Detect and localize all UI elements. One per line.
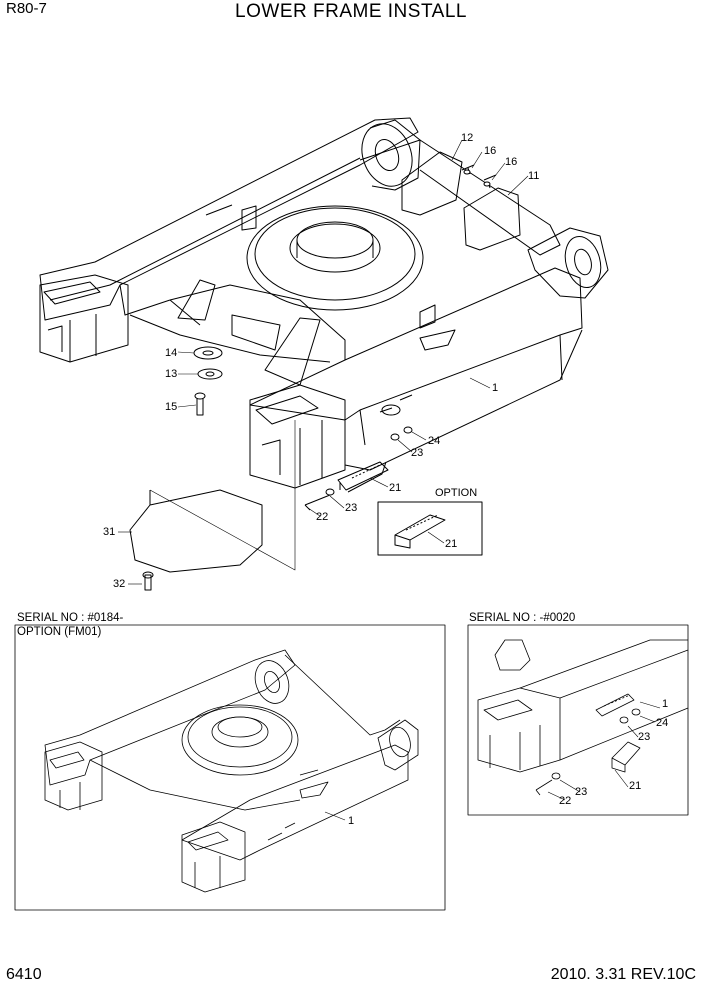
- left-inset-serial: SERIAL NO : #0184-: [17, 612, 124, 624]
- leader-lines-main: [118, 139, 529, 585]
- left-inset-frame-drawing: [44, 649, 419, 893]
- step-21-upper: [304, 426, 413, 511]
- right-inset-serial: SERIAL NO : -#0020: [469, 612, 576, 624]
- callout-14: 14: [165, 347, 178, 359]
- page-title: LOWER FRAME INSTALL: [235, 1, 467, 22]
- model-code: R80-7: [6, 0, 47, 17]
- right-inset-frame-drawing: [477, 639, 689, 801]
- right-inset-callout-23-b: 23: [575, 786, 588, 798]
- callout-21-a: 21: [389, 482, 402, 494]
- under-cover-31: [129, 420, 296, 591]
- callout-15: 15: [165, 401, 178, 413]
- bolts-16: [461, 164, 497, 189]
- callout-12: 12: [461, 132, 474, 144]
- inset-frames: [14, 624, 689, 911]
- callout-1: 1: [492, 382, 499, 394]
- callout-23-b: 23: [345, 502, 358, 514]
- callout-13: 13: [165, 368, 178, 380]
- callout-16-b: 16: [505, 156, 518, 168]
- right-inset-callout-21: 21: [629, 780, 642, 792]
- callout-11: 11: [528, 170, 540, 182]
- right-inset-callout-23-a: 23: [638, 731, 651, 743]
- callout-31: 31: [103, 526, 116, 538]
- lower-frame-main: [39, 117, 609, 489]
- option-box: [377, 501, 483, 556]
- right-inset-callout-1: 1: [662, 698, 669, 710]
- callout-16-a: 16: [484, 145, 497, 157]
- callout-32: 32: [113, 578, 126, 590]
- page-number: 6410: [6, 966, 42, 983]
- revision-info: 2010. 3.31 REV.10C: [550, 966, 696, 983]
- left-inset-callout-1: 1: [348, 815, 355, 827]
- right-inset-callout-24: 24: [656, 717, 669, 729]
- covers: [401, 151, 521, 251]
- callout-24: 24: [428, 435, 441, 447]
- right-inset-callout-22: 22: [559, 795, 572, 807]
- callout-22: 22: [316, 511, 329, 523]
- plates-13-14: [193, 346, 223, 416]
- left-inset-option: OPTION (FM01): [17, 626, 102, 638]
- callout-21-b: 21: [445, 538, 458, 550]
- callout-23-a: 23: [411, 447, 424, 459]
- option-label: OPTION: [435, 487, 478, 499]
